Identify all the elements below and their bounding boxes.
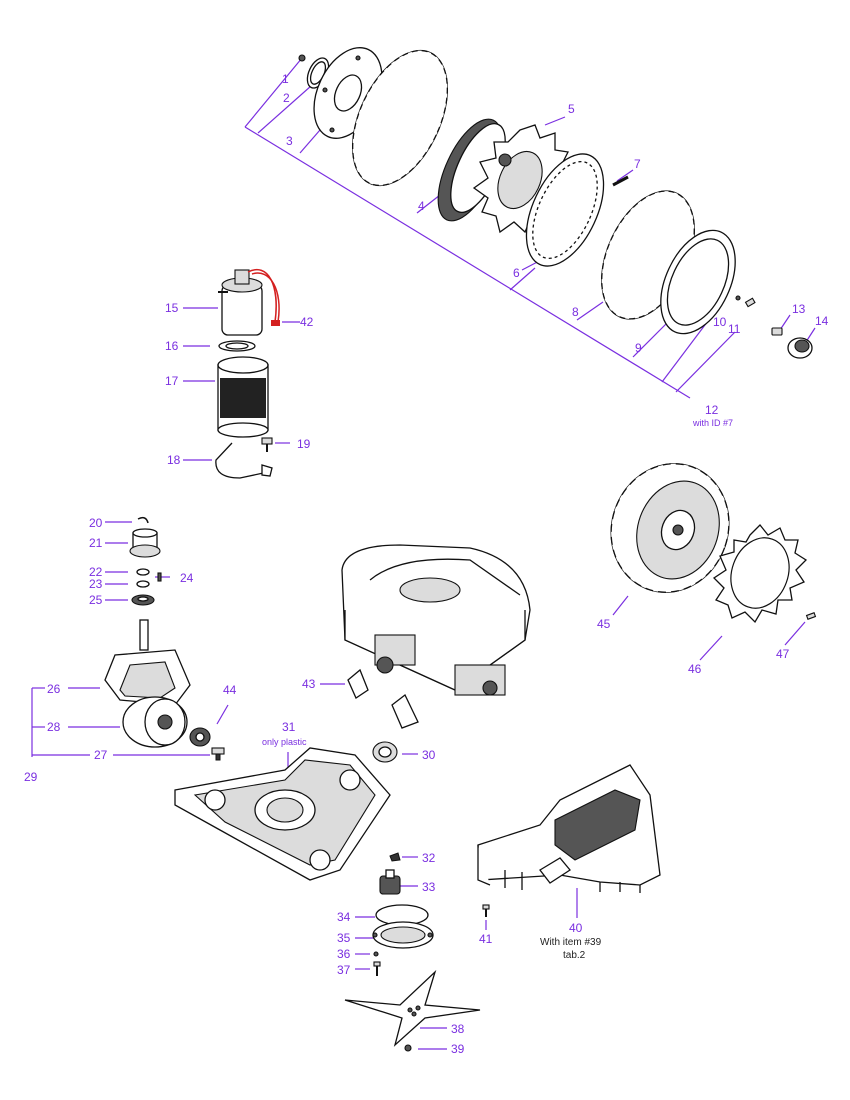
label-12: 12 [705, 403, 719, 417]
label-28: 28 [47, 720, 61, 734]
label-34: 34 [337, 910, 351, 924]
label-26: 26 [47, 682, 61, 696]
label-14: 14 [815, 314, 829, 328]
label-43: 43 [302, 677, 316, 691]
label-37: 37 [337, 963, 351, 977]
label-24: 24 [180, 571, 194, 585]
label-18: 18 [167, 453, 181, 467]
label-47: 47 [776, 647, 790, 661]
label-8: 8 [572, 305, 579, 319]
label-44: 44 [223, 683, 237, 697]
label-36: 36 [337, 947, 351, 961]
label-31: 31 [282, 720, 296, 734]
part-40-shell [477, 764, 661, 893]
label-38: 38 [451, 1022, 465, 1036]
label-2: 2 [283, 91, 290, 105]
part-20-clip [137, 516, 149, 524]
label-42: 42 [300, 315, 314, 329]
part-47-screw [805, 612, 817, 620]
part-28-caster-wheel [122, 696, 188, 748]
part-17-motor-housing [217, 356, 269, 438]
label-41: 41 [479, 932, 493, 946]
label-20: 20 [89, 516, 103, 530]
label-1: 1 [282, 72, 289, 86]
part-44-bearing [189, 727, 211, 747]
mower-body-top [341, 544, 531, 696]
part-15-motor [218, 269, 263, 336]
label-4: 4 [418, 199, 425, 213]
part-1-screw [298, 54, 306, 62]
label-15: 15 [165, 301, 179, 315]
part-4-outer-wheel [352, 49, 448, 187]
note-12: with ID #7 [692, 418, 733, 428]
label-3: 3 [286, 134, 293, 148]
label-21: 21 [89, 536, 103, 550]
label-23: 23 [89, 577, 103, 591]
callout-labels: 1 2 3 4 5 6 7 8 9 10 11 12 with ID #7 13… [24, 72, 829, 1056]
part-43-bracket [347, 668, 419, 729]
label-16: 16 [165, 339, 179, 353]
part-6-tread-ring [525, 153, 605, 267]
label-30: 30 [422, 748, 436, 762]
label-6: 6 [513, 266, 520, 280]
part-7-pin [612, 175, 629, 187]
part-37-screw [373, 961, 381, 976]
label-29: 29 [24, 770, 38, 784]
label-7: 7 [634, 157, 641, 171]
label-27: 27 [94, 748, 108, 762]
label-5: 5 [568, 102, 575, 116]
label-13: 13 [792, 302, 806, 316]
label-17: 17 [165, 374, 179, 388]
part-9-rim [660, 229, 736, 335]
part-41-screw [482, 904, 490, 917]
part-26-fork [104, 619, 191, 706]
part-10-washer [735, 295, 741, 301]
part-27-bolt [211, 747, 225, 761]
part-22-washer [136, 568, 150, 576]
label-25: 25 [89, 593, 103, 607]
part-23-washer [136, 580, 150, 588]
leader-lines [31, 57, 816, 1050]
part-24-pin [157, 572, 162, 582]
part-38-blade [344, 969, 481, 1047]
part-42-cable [247, 269, 280, 326]
part-18-clamp [215, 442, 273, 479]
part-45-wheel [610, 463, 730, 593]
note-40a: With item #39 [540, 937, 602, 948]
part-46-spike-ring [712, 524, 808, 624]
part-21-bearing-housing [129, 528, 161, 558]
label-46: 46 [688, 662, 702, 676]
note-31: only plastic [262, 737, 307, 747]
label-40: 40 [569, 921, 583, 935]
part-31-chassis [174, 747, 391, 881]
label-22: 22 [89, 565, 103, 579]
label-39: 39 [451, 1042, 465, 1056]
part-19-screw [261, 437, 273, 452]
part-14-cap [787, 337, 813, 359]
note-40b: tab.2 [563, 950, 586, 961]
part-32-clip [389, 852, 401, 862]
label-45: 45 [597, 617, 611, 631]
part-25-bearing [131, 594, 155, 606]
label-35: 35 [337, 931, 351, 945]
label-19: 19 [297, 437, 311, 451]
label-10: 10 [713, 315, 727, 329]
part-16-seal [218, 340, 256, 352]
part-11-screw [744, 297, 756, 308]
label-11: 11 [728, 322, 741, 336]
part-39-screw [404, 1044, 412, 1052]
part-13-bolt [771, 327, 783, 336]
label-33: 33 [422, 880, 436, 894]
part-36-washer [373, 951, 379, 957]
label-9: 9 [635, 341, 642, 355]
part-30-seal [372, 741, 398, 763]
label-32: 32 [422, 851, 436, 865]
part-33-motor-hub [379, 869, 401, 895]
part-35-disc-mount [372, 921, 434, 949]
